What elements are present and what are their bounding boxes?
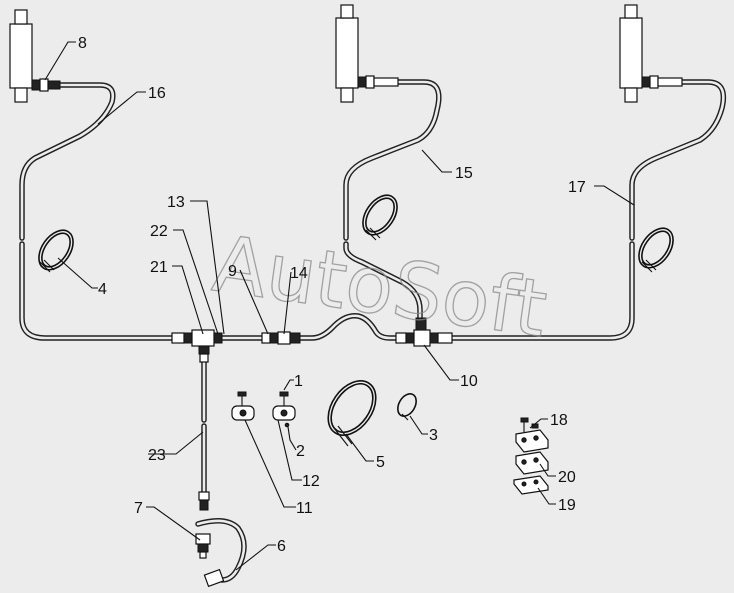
callout-7: 7 (134, 500, 143, 517)
tee-fitting-10 (395, 317, 453, 347)
fitting-9 (261, 332, 279, 344)
leader-11 (244, 419, 296, 508)
pipe-16 (19, 82, 116, 241)
clamp-block-20 (515, 451, 549, 475)
callout-1: 1 (294, 373, 303, 390)
clamp-ring-right (638, 227, 674, 273)
leader-14 (283, 271, 292, 335)
callout-8: 8 (78, 35, 87, 52)
callout-20: 20 (558, 469, 576, 486)
callout-14: 14 (290, 265, 308, 282)
cylinder-middle (335, 4, 359, 103)
fitting-middle-cylinder (357, 75, 399, 89)
callout-13: 13 (167, 194, 185, 211)
callout-16: 16 (148, 85, 166, 102)
pipe-center-section (219, 313, 399, 341)
leader-13 (190, 200, 225, 335)
callout-labels: 1 2 3 4 5 6 7 8 9 10 11 12 13 14 15 16 1… (78, 35, 586, 555)
leader-20 (539, 463, 556, 477)
leader-8 (44, 41, 76, 81)
leader-1 (283, 379, 294, 391)
pipe-17 (449, 79, 727, 341)
callout-9: 9 (228, 263, 237, 280)
leader-lines (44, 41, 635, 571)
leader-9 (239, 269, 269, 335)
callout-17: 17 (568, 179, 586, 196)
leader-19 (537, 487, 556, 505)
clamp-half-12 (272, 405, 296, 421)
bolt-1 (279, 391, 289, 406)
fitting-14 (277, 331, 301, 345)
fitting-right-cylinder (641, 75, 683, 89)
clamp-half-11 (231, 405, 255, 421)
callout-6: 6 (277, 538, 286, 555)
pipe-15 (343, 79, 442, 325)
callout-12: 12 (302, 473, 320, 490)
leader-18 (529, 418, 548, 429)
callout-5: 5 (376, 454, 385, 471)
leader-4 (57, 257, 98, 289)
fitting-8 (31, 78, 61, 92)
fitting-23-bottom (198, 491, 210, 511)
leader-6 (235, 544, 276, 571)
callout-18: 18 (550, 412, 568, 429)
pipe-6 (195, 518, 247, 583)
leader-10 (423, 344, 459, 381)
end-plug-6 (203, 568, 225, 588)
bolt-18 (520, 417, 539, 432)
nut-2 (284, 422, 290, 428)
leader-12 (277, 419, 302, 481)
leader-2 (287, 426, 297, 451)
callout-21: 21 (150, 259, 168, 276)
fitting-7 (195, 533, 211, 559)
clamp-block-top (515, 429, 549, 453)
callout-4: 4 (98, 281, 107, 298)
leader-17 (594, 185, 635, 206)
callout-19: 19 (558, 497, 576, 514)
bolt-left (237, 391, 247, 406)
leader-21 (172, 265, 204, 335)
cylinder-right (619, 4, 643, 103)
base-plate-19 (513, 475, 549, 495)
clamp-ring-middle (362, 194, 398, 241)
callout-15: 15 (455, 165, 473, 182)
callout-3: 3 (429, 427, 438, 444)
pipe-main-left (19, 241, 175, 341)
tee-fitting-21 (191, 329, 215, 363)
callout-11: 11 (296, 500, 313, 517)
fitting-left-nut (171, 332, 193, 344)
callout-10: 10 (460, 373, 478, 390)
fitting-22 (213, 332, 223, 344)
clamp-ring-3 (397, 393, 417, 421)
callout-22: 22 (150, 223, 168, 240)
clamp-ring-4 (38, 229, 74, 273)
leader-15 (421, 149, 452, 173)
leader-5 (345, 433, 374, 462)
leader-7 (146, 506, 201, 541)
leader-16 (97, 91, 146, 125)
callout-2: 2 (296, 443, 305, 460)
cylinder-left (9, 9, 33, 103)
leader-23 (148, 431, 204, 455)
leader-3 (409, 415, 428, 435)
callout-23: 23 (148, 447, 166, 464)
clamp-ring-5 (327, 380, 377, 447)
leader-22 (173, 229, 219, 335)
